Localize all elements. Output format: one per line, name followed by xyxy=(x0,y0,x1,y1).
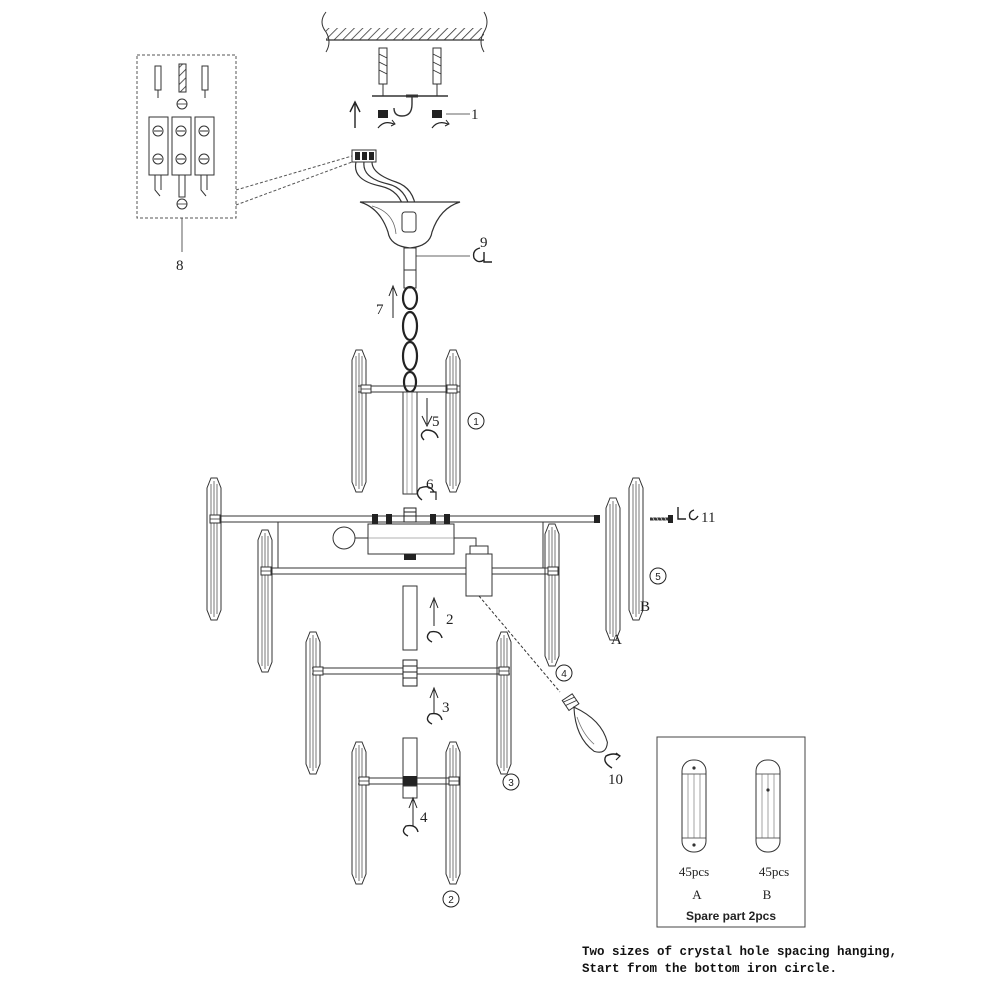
note-line-1: Two sizes of crystal hole spacing hangin… xyxy=(582,945,898,959)
set-screw-icon xyxy=(472,247,492,263)
ceiling xyxy=(321,11,488,53)
up-arrow-icon xyxy=(426,686,443,725)
wiring-detail-box xyxy=(136,54,237,219)
allen-key-icon xyxy=(677,507,699,521)
mounting-bracket xyxy=(372,94,448,117)
main-ring xyxy=(206,477,600,673)
spare-b-label: B xyxy=(763,887,772,902)
spare-crystal-b-icon xyxy=(755,759,781,853)
crystal-letter-b: B xyxy=(640,599,650,615)
crystal-letter-a: A xyxy=(611,632,622,648)
outer-crystal-a xyxy=(605,497,621,641)
up-arrow-icon xyxy=(402,796,419,837)
wall-anchor-right xyxy=(432,47,442,96)
note-line-2: Start from the bottom iron circle. xyxy=(582,962,838,976)
svg-text:2: 2 xyxy=(448,895,454,906)
up-arrow-icon xyxy=(349,100,361,128)
light-bulb xyxy=(561,693,608,753)
circled-label-5: 5 xyxy=(649,567,667,585)
svg-text:3: 3 xyxy=(508,778,514,789)
wall-anchor-left xyxy=(378,47,388,96)
callout-6: 6 xyxy=(426,477,434,493)
bracket-nut-left xyxy=(377,110,396,129)
callout-3: 3 xyxy=(442,700,450,716)
top-crystal-ring xyxy=(351,349,461,495)
callout-8: 8 xyxy=(176,258,184,274)
spare-a-quantity: 45pcs xyxy=(679,864,709,879)
spare-part-box: 45pcs 45pcs A B Spare part 2pcs xyxy=(656,736,806,928)
bottom-crystal-ring xyxy=(351,737,461,885)
middle-crystal-ring xyxy=(305,631,512,775)
lamp-socket xyxy=(465,545,561,693)
spare-b-quantity: 45pcs xyxy=(759,864,789,879)
connector-tube xyxy=(402,585,418,651)
callout-9: 9 xyxy=(480,235,488,251)
circled-label-1: 1 xyxy=(467,412,485,430)
up-arrow-icon xyxy=(426,596,443,643)
down-arrow-icon xyxy=(420,398,439,441)
callout-10: 10 xyxy=(608,772,623,788)
callout-5: 5 xyxy=(432,414,440,430)
spare-crystal-a-icon xyxy=(681,759,707,853)
assembly-note: Two sizes of crystal hole spacing hangin… xyxy=(582,944,962,978)
rotate-arrow-icon xyxy=(604,752,621,769)
terminal-connector xyxy=(351,149,417,211)
callout-1: 1 xyxy=(471,107,479,123)
chain xyxy=(401,269,419,394)
svg-text:5: 5 xyxy=(655,572,661,583)
spare-a-label: A xyxy=(692,887,702,902)
bracket-nut-right xyxy=(431,110,450,129)
callout-7: 7 xyxy=(376,302,384,318)
circled-label-2: 2 xyxy=(442,890,460,908)
svg-text:1: 1 xyxy=(473,417,479,428)
callout-11: 11 xyxy=(701,510,715,526)
circled-label-4: 4 xyxy=(555,664,573,682)
up-arrow-icon xyxy=(388,284,398,318)
circled-label-3: 3 xyxy=(502,773,520,791)
svg-text:4: 4 xyxy=(561,669,567,680)
spare-caption: Spare part 2pcs xyxy=(686,909,776,923)
end-screw xyxy=(650,515,673,523)
rotate-arrow-icon xyxy=(416,485,437,501)
callout-2: 2 xyxy=(446,612,454,628)
canopy xyxy=(359,201,470,271)
callout-4: 4 xyxy=(420,810,428,826)
